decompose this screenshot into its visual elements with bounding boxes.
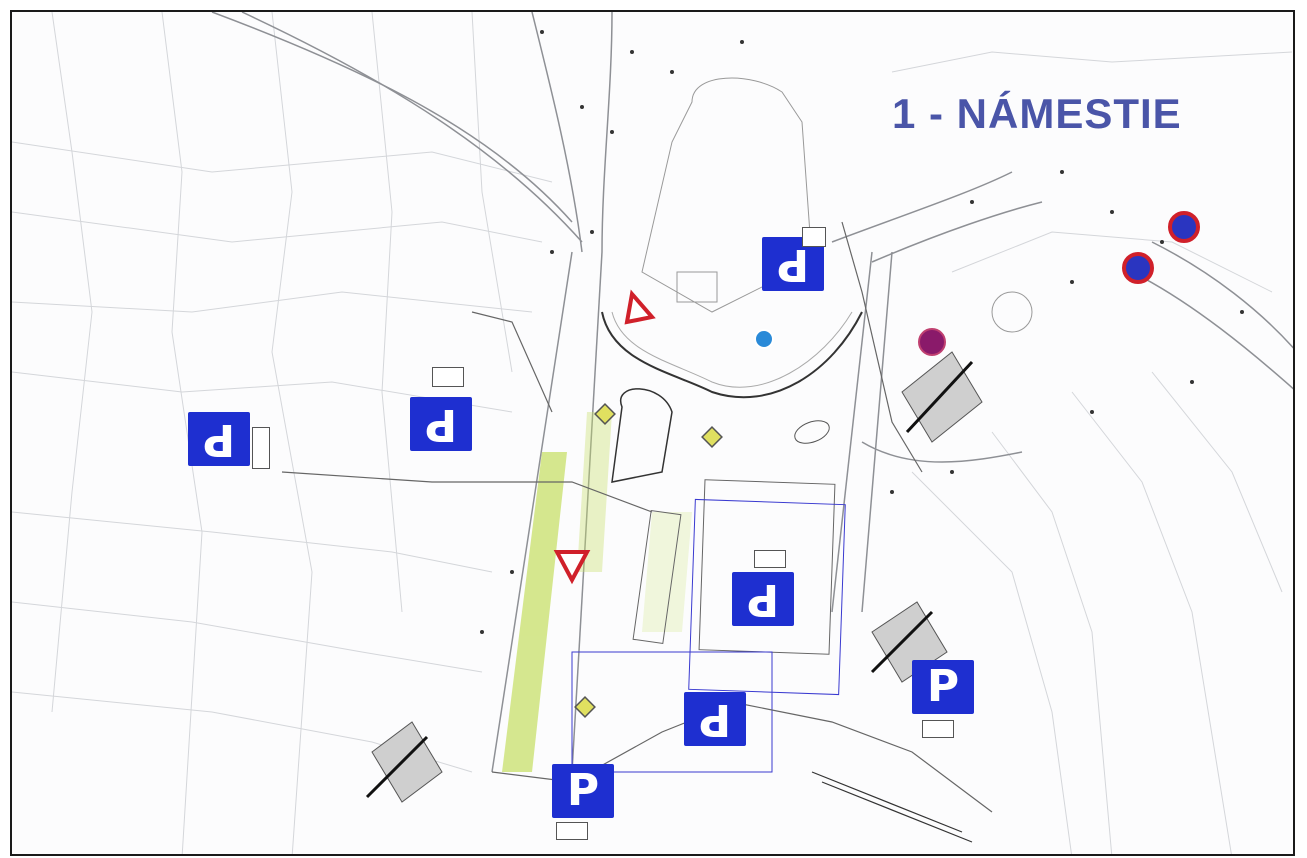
sign-plate bbox=[432, 367, 464, 387]
info-sign-icon[interactable] bbox=[754, 329, 774, 349]
no-stopping-sign-icon bbox=[918, 328, 946, 356]
yield-sign-icon[interactable] bbox=[553, 550, 591, 585]
fountain-circle bbox=[991, 291, 1033, 333]
diamond-warning-sign-icon bbox=[701, 426, 723, 448]
square-curb bbox=[601, 311, 863, 399]
sign-plate bbox=[556, 822, 588, 840]
buildings bbox=[571, 479, 846, 773]
diamond-warning-sign-icon bbox=[594, 403, 616, 425]
parking-sign-icon[interactable]: P bbox=[188, 412, 250, 466]
no-stopping-sign-icon bbox=[1122, 252, 1154, 284]
central-island bbox=[611, 388, 673, 483]
cadastral-parcels bbox=[12, 12, 1293, 854]
parking-sign-icon[interactable]: P bbox=[912, 660, 974, 714]
parking-sign-icon[interactable]: P bbox=[684, 692, 746, 746]
yield-sign-icon[interactable] bbox=[624, 289, 656, 325]
church-outline bbox=[641, 77, 813, 313]
no-stopping-sign-icon bbox=[1168, 211, 1200, 243]
sign-plate bbox=[802, 227, 826, 247]
survey-points bbox=[480, 30, 1244, 634]
parking-sign-icon[interactable]: P bbox=[552, 764, 614, 818]
green-zone bbox=[502, 412, 692, 772]
parking-sign-icon[interactable]: P bbox=[410, 397, 472, 451]
parking-sign-icon[interactable]: P bbox=[732, 572, 794, 626]
map-frame: 1 - NÁMESTIE P P P P P P P bbox=[10, 10, 1295, 856]
sign-plate bbox=[754, 550, 786, 568]
diamond-warning-sign-icon bbox=[574, 696, 596, 718]
map-title: 1 - NÁMESTIE bbox=[892, 90, 1182, 137]
road-lines bbox=[211, 12, 1293, 773]
sign-plate bbox=[252, 427, 270, 469]
sign-plate bbox=[922, 720, 954, 738]
